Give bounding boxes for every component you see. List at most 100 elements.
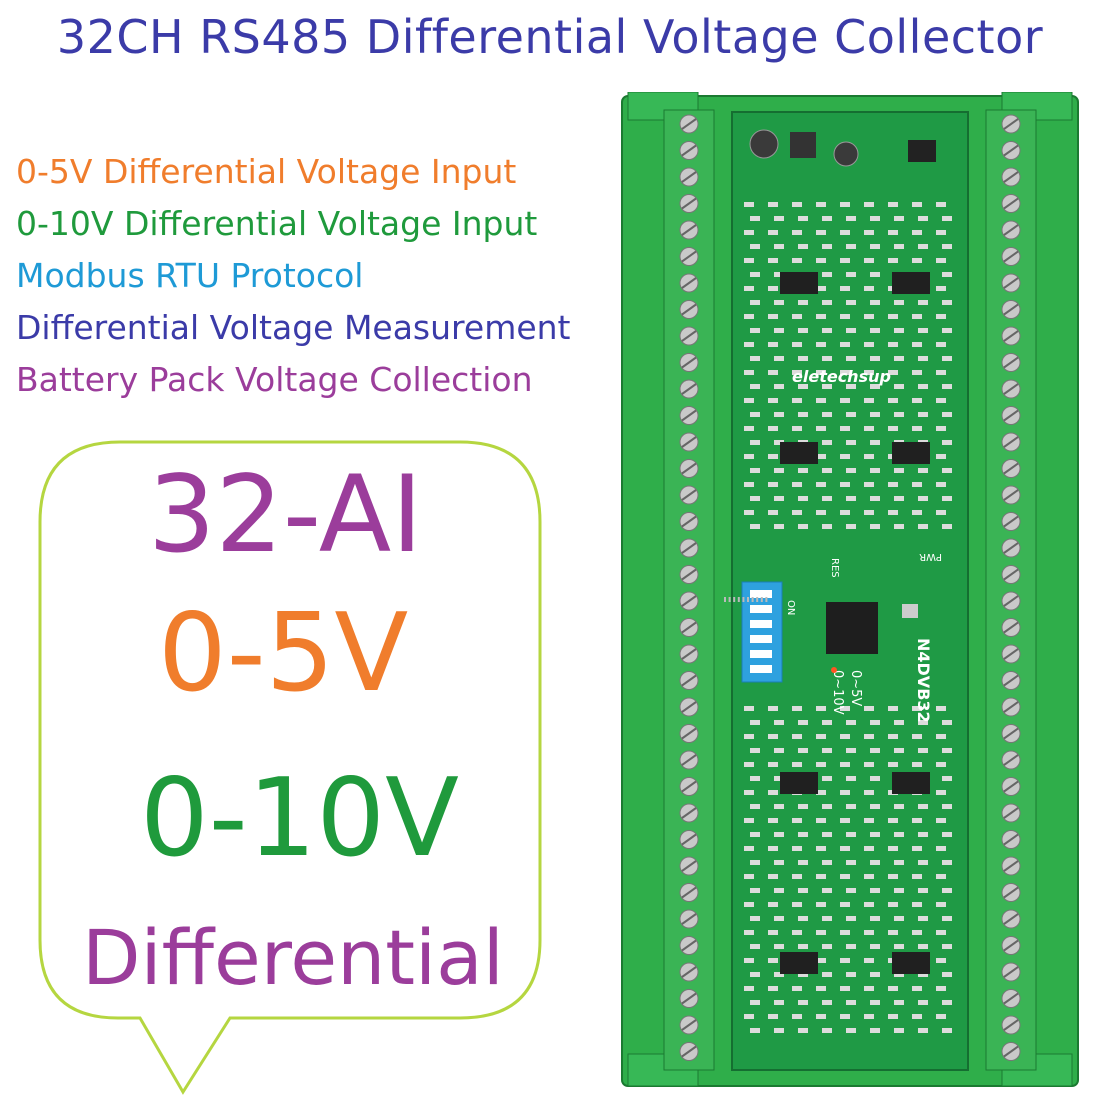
smd-component (798, 328, 808, 333)
screw-slot (681, 542, 697, 554)
smd-component (846, 244, 856, 249)
smd-component (816, 314, 826, 319)
smd-component (822, 776, 832, 781)
smd-component (936, 454, 946, 459)
smd-component (840, 930, 850, 935)
smd-component (816, 902, 826, 907)
smd-component (774, 384, 784, 389)
smd-component (816, 874, 826, 879)
smd-component (840, 986, 850, 991)
smd-component (792, 706, 802, 711)
screw-slot (681, 303, 697, 316)
smd-component (744, 930, 754, 935)
smd-component (750, 300, 760, 305)
smd-component (864, 510, 874, 515)
ic-chip (780, 952, 818, 974)
smd-component (912, 986, 922, 991)
smd-component (792, 846, 802, 851)
smd-component (840, 818, 850, 823)
smd-component (888, 734, 898, 739)
smd-component (936, 790, 946, 795)
smd-component (942, 216, 952, 221)
smd-component (744, 958, 754, 963)
smd-component (774, 832, 784, 837)
screw-slot (681, 436, 697, 448)
smd-component (750, 972, 760, 977)
res-label: RES (829, 558, 840, 578)
smd-component (936, 1014, 946, 1019)
screw-slot (1003, 807, 1019, 819)
smd-component (816, 930, 826, 935)
smd-component (774, 1028, 784, 1033)
smd-component (750, 944, 760, 949)
smd-component (888, 874, 898, 879)
smd-component (750, 216, 760, 221)
smd-component (774, 356, 784, 361)
smd-component (942, 412, 952, 417)
smd-component (792, 202, 802, 207)
smd-component (840, 762, 850, 767)
smd-component (774, 216, 784, 221)
smd-component (822, 944, 832, 949)
screw-slot (1003, 224, 1019, 236)
screw-slot (1003, 118, 1019, 130)
smd-component (894, 468, 904, 473)
smd-component (870, 412, 880, 417)
smd-component (864, 790, 874, 795)
screw-slot (1003, 462, 1019, 475)
smd-component (840, 454, 850, 459)
smd-component (816, 986, 826, 991)
smd-component (744, 286, 754, 291)
smd-component (816, 706, 826, 711)
smd-component (774, 720, 784, 725)
smd-component (942, 244, 952, 249)
smd-component (840, 286, 850, 291)
screw-slot (1003, 197, 1019, 210)
screw-slot (1003, 356, 1019, 369)
dip-key (750, 605, 772, 613)
dip-key (750, 590, 772, 598)
screw-slot (681, 939, 697, 952)
smd-component (750, 384, 760, 389)
bubble-line-differential: Differential (82, 913, 504, 1002)
smd-component (864, 706, 874, 711)
smd-component (750, 748, 760, 753)
mcu-pins (724, 597, 768, 602)
screw-slot (1003, 648, 1019, 660)
smd-component (750, 1028, 760, 1033)
smd-component (768, 706, 778, 711)
capacitor-2 (833, 141, 859, 167)
smd-component (774, 524, 784, 529)
smd-component (846, 748, 856, 753)
screw-slot (681, 144, 697, 157)
screw-slot (1003, 250, 1019, 263)
smd-component (816, 482, 826, 487)
smd-component (936, 202, 946, 207)
smd-component (942, 748, 952, 753)
feature-3: Differential Voltage Measurement (16, 308, 571, 347)
smd-component (744, 790, 754, 795)
smd-component (870, 440, 880, 445)
model-label: N4DVB32 (914, 638, 933, 723)
smd-component (918, 468, 928, 473)
smd-component (870, 944, 880, 949)
smd-component (768, 202, 778, 207)
mcu-pin (724, 597, 726, 602)
smd-component (942, 832, 952, 837)
smd-component (816, 230, 826, 235)
smd-component (918, 356, 928, 361)
screw-slot (681, 197, 697, 210)
screw-slot (1003, 330, 1019, 342)
smd-component (912, 426, 922, 431)
smd-component (744, 230, 754, 235)
smd-component (774, 860, 784, 865)
smd-component (798, 468, 808, 473)
smd-component (798, 748, 808, 753)
ic-chip (780, 272, 818, 294)
screw-slot (681, 383, 697, 395)
smd-component (792, 426, 802, 431)
smd-component (792, 482, 802, 487)
mcu-pin (728, 597, 731, 602)
screw-slot (681, 1045, 697, 1058)
smd-component (894, 412, 904, 417)
